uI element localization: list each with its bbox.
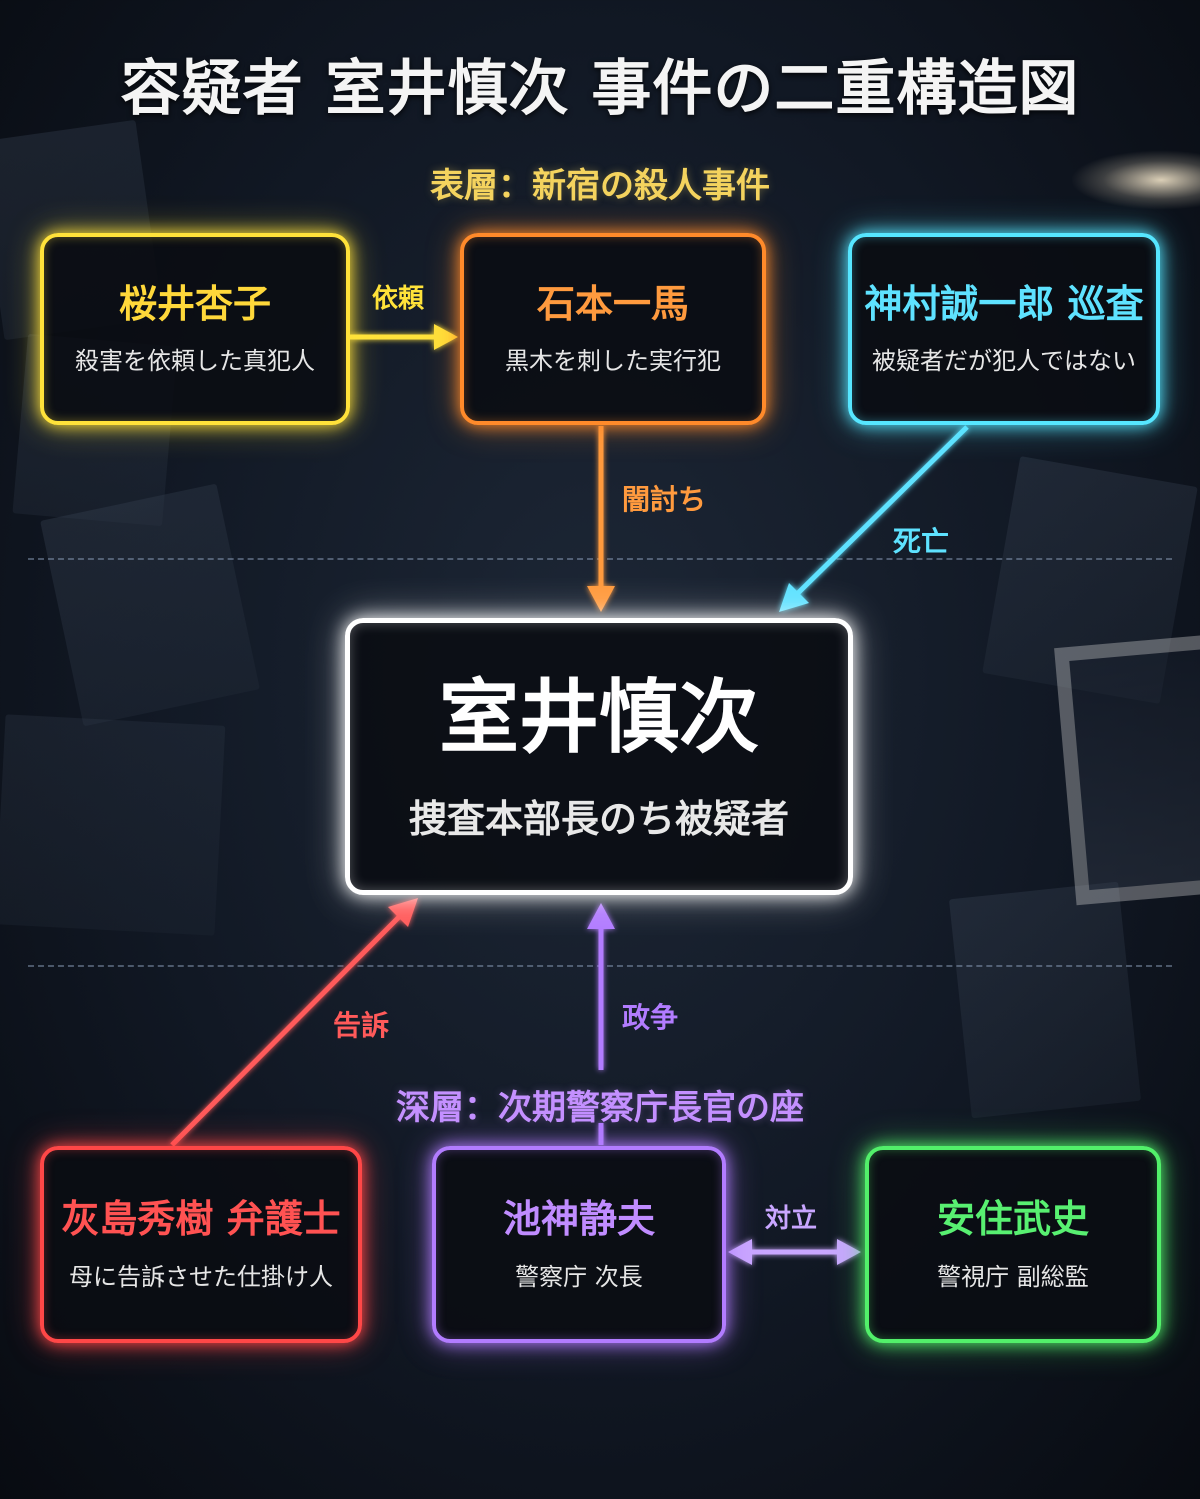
node-sakurai: 桜井杏子 殺害を依頼した真犯人 — [40, 233, 350, 425]
node-ikegami: 池神静夫 警察庁 次長 — [432, 1146, 726, 1343]
edge-yamiuchi-arrow — [587, 426, 615, 612]
deep-layer-label: 深層：次期警察庁長官の座 — [396, 1088, 804, 1128]
node-kamimura: 神村誠一郎 巡査 被疑者だが犯人ではない — [848, 233, 1160, 425]
node-haijima: 灰島秀樹 弁護士 母に告訴させた仕掛け人 — [40, 1146, 362, 1343]
edge-label-kokuso: 告訴 — [333, 1009, 390, 1042]
edge-seisou-arrow — [587, 903, 615, 1145]
edge-label-shibou: 死亡 — [893, 525, 950, 558]
node-role: 黒木を刺した実行犯 — [505, 347, 721, 376]
edge-label-yamiuchi: 闇討ち — [622, 483, 707, 516]
node-role: 警視庁 副総監 — [937, 1262, 1089, 1291]
surface-layer-label: 表層：新宿の殺人事件 — [430, 166, 770, 206]
edge-label-irai: 依頼 — [372, 284, 425, 314]
node-name: 灰島秀樹 弁護士 — [61, 1197, 341, 1242]
node-name: 神村誠一郎 巡査 — [864, 281, 1144, 326]
edge-irai-arrow — [350, 324, 458, 350]
node-name: 石本一馬 — [536, 281, 689, 326]
node-role: 捜査本部長のち被疑者 — [408, 797, 789, 841]
edge-tairitsu-arrow — [728, 1239, 861, 1265]
node-role: 警察庁 次長 — [515, 1262, 643, 1291]
node-name: 桜井杏子 — [118, 281, 271, 326]
node-name: 池神静夫 — [502, 1197, 655, 1242]
edge-shibou-arrow — [779, 425, 969, 612]
node-name: 安住武史 — [936, 1197, 1089, 1242]
node-azumi: 安住武史 警視庁 副総監 — [865, 1146, 1161, 1343]
background-lamp — [1070, 150, 1200, 210]
edge-kokuso-arrow — [170, 898, 418, 1147]
node-role: 母に告訴させた仕掛け人 — [69, 1262, 333, 1291]
node-role: 殺害を依頼した真犯人 — [75, 347, 315, 376]
page-title: 容疑者 室井慎次 事件の二重構造図 — [120, 54, 1080, 124]
node-muroi: 室井慎次 捜査本部長のち被疑者 — [345, 618, 853, 895]
node-role: 被疑者だが犯人ではない — [872, 347, 1136, 376]
edge-label-seisou: 政争 — [622, 1001, 679, 1034]
node-ishimoto: 石本一馬 黒木を刺した実行犯 — [460, 233, 766, 425]
node-name: 室井慎次 — [439, 671, 759, 764]
edge-label-tairitsu: 対立 — [765, 1204, 818, 1234]
